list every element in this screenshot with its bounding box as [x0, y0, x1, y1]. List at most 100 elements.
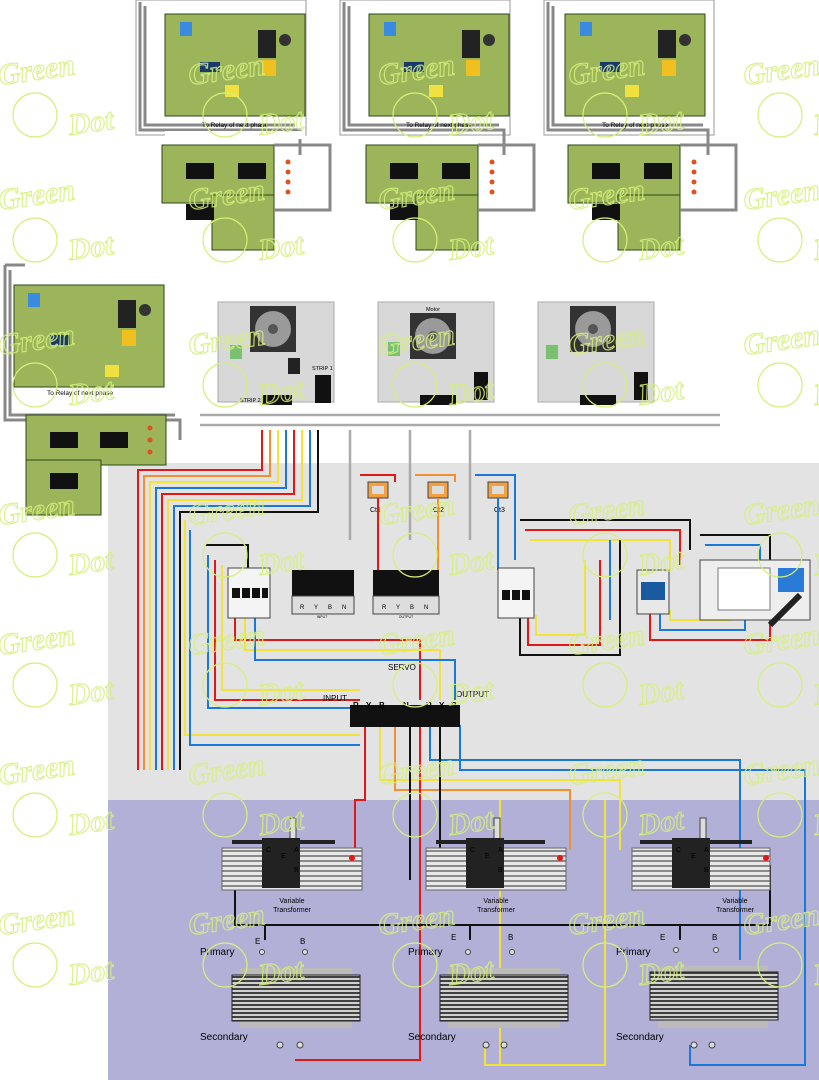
svg-text:Dot: Dot — [65, 103, 117, 142]
tb-output-r: R — [382, 605, 387, 611]
secondary-label-3: Secondary — [616, 1032, 664, 1043]
terminal-strip-1 — [315, 375, 331, 403]
svg-text:Dot: Dot — [810, 953, 819, 992]
servo-out-b: B — [451, 701, 457, 710]
svg-text:Dot: Dot — [255, 228, 307, 267]
svg-text:Dot: Dot — [255, 103, 307, 142]
svg-text:Dot: Dot — [810, 803, 819, 842]
signal-cables — [200, 413, 720, 540]
seven-seg-display — [186, 163, 214, 179]
mcb-input — [227, 567, 271, 619]
motor-unit-1: STRIP 1 STRIP 2 — [217, 301, 335, 405]
motor-label: Motor — [426, 307, 440, 313]
svg-text:Green: Green — [0, 489, 77, 532]
main-phase-board-group: To Relay of next phase — [3, 263, 182, 516]
svg-text:Dot: Dot — [635, 373, 687, 412]
svg-text:Dot: Dot — [445, 543, 497, 582]
variable-transformer-1: C E A B Variable Transformer — [221, 817, 363, 914]
tb-input-r: R — [300, 605, 305, 611]
svg-text:Dot: Dot — [65, 953, 117, 992]
svg-text:Dot: Dot — [65, 373, 117, 412]
vt2-b: B — [498, 867, 503, 874]
relay-caption-3: To Relay of next phase — [602, 122, 669, 129]
svg-text:Dot: Dot — [810, 103, 819, 142]
servo-in-b: B — [379, 701, 385, 710]
variable-transformer-3: C E A B Variable Transformer — [631, 817, 771, 914]
vt3-a: A — [704, 847, 709, 854]
servo-out-r: R — [426, 701, 432, 710]
svg-text:Green: Green — [0, 174, 77, 217]
relay-caption-2: To Relay of next phase — [406, 122, 473, 129]
prim3-e: E — [660, 933, 665, 942]
vt1-b: B — [294, 867, 299, 874]
svg-text:Dot: Dot — [635, 228, 687, 267]
svg-text:Green: Green — [741, 49, 819, 92]
contactor — [636, 569, 670, 615]
vt3-b: B — [704, 867, 709, 874]
buck-transformer-1: Primary E B Secondary — [200, 937, 361, 1049]
output-label: OUTPUT — [456, 690, 489, 699]
terminal-block-output: R Y B N OUTPUT — [372, 570, 440, 619]
svg-text:Dot: Dot — [445, 228, 497, 267]
tb-output-caption: OUTPUT — [399, 615, 414, 619]
svg-text:Dot: Dot — [635, 673, 687, 712]
tb-output-n: N — [424, 605, 428, 611]
vt1-e: E — [281, 853, 286, 860]
svg-text:Dot: Dot — [810, 228, 819, 267]
svg-text:Dot: Dot — [255, 803, 307, 842]
svg-text:Dot: Dot — [445, 953, 497, 992]
mcb-output — [497, 567, 535, 619]
servo-out-y: Y — [439, 701, 445, 710]
transformer-core — [231, 974, 361, 1022]
ct3-label: Ct3 — [494, 507, 505, 514]
svg-text:Dot: Dot — [635, 803, 687, 842]
svg-text:Dot: Dot — [65, 228, 117, 267]
terminal-block-input: R Y B N INPUT — [291, 570, 355, 619]
tb-input-n: N — [342, 605, 346, 611]
power-wiring — [137, 430, 806, 1066]
vt2-c: C — [470, 847, 475, 854]
svg-text:Green: Green — [741, 174, 819, 217]
terminal-strip-2 — [262, 395, 292, 405]
primary-label-1: Primary — [200, 947, 234, 958]
svg-text:Green: Green — [0, 749, 77, 792]
svg-text:Dot: Dot — [255, 673, 307, 712]
tb-input-b: B — [328, 605, 332, 611]
primary-label-3: Primary — [616, 947, 650, 958]
svg-text:Dot: Dot — [445, 673, 497, 712]
svg-text:Dot: Dot — [635, 953, 687, 992]
relay-caption-1: To Relay of next phase — [202, 122, 269, 129]
svg-text:Dot: Dot — [635, 103, 687, 142]
input-label: INPUT — [323, 694, 347, 703]
vt3-c: C — [676, 847, 681, 854]
phase-board-group-3: To Relay of next phase — [543, 0, 738, 251]
primary-label-2: Primary — [408, 947, 442, 958]
tb-output-y: Y — [396, 605, 400, 611]
servo-in-y: Y — [366, 701, 372, 710]
vt3-label-1: Variable — [722, 898, 747, 905]
svg-text:Dot: Dot — [65, 543, 117, 582]
buck-transformer-3: Primary E B Secondary — [616, 933, 779, 1049]
tb-input-y: Y — [314, 605, 318, 611]
relay-caption-main: To Relay of next phase — [47, 390, 114, 397]
variable-transformer-2: C E A B Variable Transformer — [425, 817, 567, 914]
vt2-e: E — [485, 853, 490, 860]
svg-text:Green: Green — [0, 899, 77, 942]
svg-text:Dot: Dot — [445, 803, 497, 842]
secondary-label-2: Secondary — [408, 1032, 456, 1043]
tb-output-b: B — [410, 605, 414, 611]
prim1-b: B — [300, 937, 305, 946]
svg-text:Dot: Dot — [255, 953, 307, 992]
vt1-c: C — [266, 847, 271, 854]
svg-text:Dot: Dot — [810, 373, 819, 412]
changeover-switch — [699, 559, 811, 628]
